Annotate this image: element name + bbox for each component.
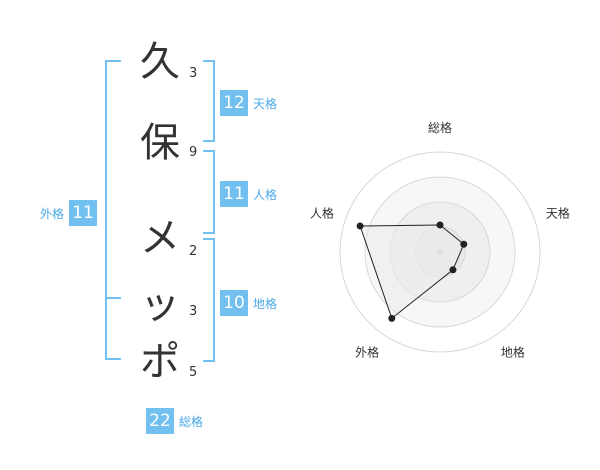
radar-point-3 — [449, 266, 457, 274]
gaikaku-bracket-divider — [105, 297, 121, 299]
chikaku-value: 10 — [220, 290, 248, 316]
name-char-2: 保 — [140, 120, 180, 166]
tenkaku-badge: 12 天格 — [220, 90, 277, 116]
gaikaku-value: 11 — [69, 200, 98, 226]
jinkaku-value: 11 — [220, 181, 248, 207]
stroke-count-4: 3 — [189, 304, 198, 319]
soukaku-badge: 22 総格 — [146, 408, 203, 434]
name-char-5: ポ — [140, 339, 180, 385]
name-char-3: メ — [140, 215, 180, 261]
gaikaku-badge: 外格 11 — [40, 200, 98, 226]
radar-axis-label-3: 地格 — [501, 344, 525, 359]
gaikaku-bracket — [105, 60, 121, 360]
radar-axis-label-5: 人格 — [310, 206, 334, 221]
tenkaku-value: 12 — [220, 90, 248, 116]
stroke-count-3: 2 — [189, 244, 198, 259]
radar-axis-label-4: 外格 — [355, 344, 379, 359]
tenkaku-label: 天格 — [253, 96, 278, 111]
radar-point-5 — [356, 222, 364, 230]
tenkaku-bracket — [203, 60, 215, 142]
name-char-1: 久 — [140, 39, 180, 85]
jinkaku-label: 人格 — [253, 187, 278, 202]
stroke-count-5: 5 — [189, 365, 198, 380]
soukaku-value: 22 — [146, 408, 174, 434]
radar-point-2 — [460, 240, 468, 248]
name-char-4: ッ — [140, 282, 180, 328]
radar-point-1 — [436, 221, 444, 229]
radar-series — [359, 224, 465, 320]
jinkaku-bracket — [203, 150, 215, 234]
chikaku-bracket — [203, 238, 215, 362]
jinkaku-badge: 11 人格 — [220, 181, 277, 207]
stroke-count-2: 9 — [189, 145, 198, 160]
radar-point-4 — [388, 314, 396, 322]
soukaku-label: 総格 — [179, 414, 204, 429]
gaikaku-label: 外格 — [40, 206, 65, 221]
radar-axis-label-2: 天格 — [546, 206, 570, 221]
radar-axis-label-1: 総格 — [428, 120, 452, 135]
stroke-count-1: 3 — [189, 66, 198, 81]
chikaku-label: 地格 — [253, 296, 278, 311]
chikaku-badge: 10 地格 — [220, 290, 277, 316]
